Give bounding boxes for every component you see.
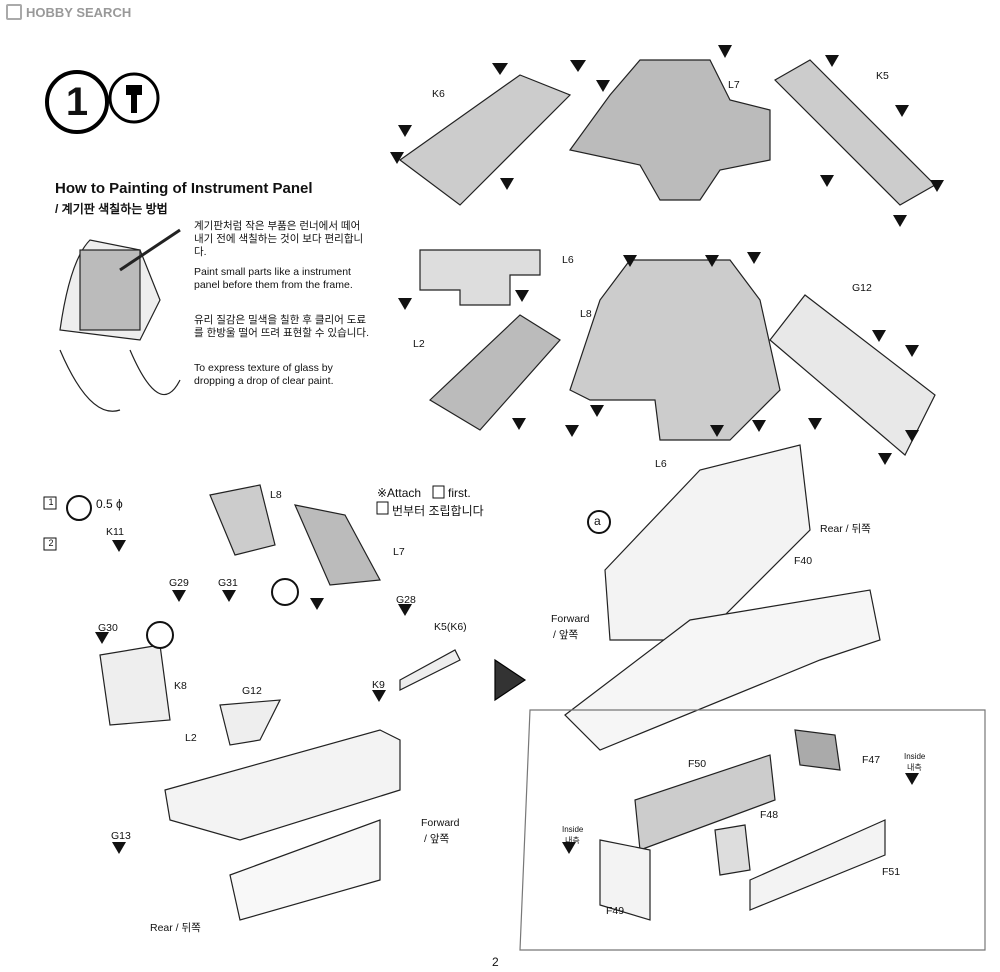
label-k5: K5 [876, 70, 889, 82]
rear-label-b: Rear / 뒤쪽 [820, 523, 871, 535]
forward-label: Forward [421, 817, 460, 829]
watermark-text: HOBBY SEARCH [26, 4, 132, 20]
instruction-english-2: To express texture of glass by dropping … [194, 362, 334, 387]
label-g31: G31 [218, 577, 238, 589]
label-l8b: L8 [270, 489, 282, 501]
assembly-left [99, 484, 461, 921]
label-l2b: L2 [185, 732, 197, 744]
label-f48: F48 [760, 809, 779, 821]
panel-l2 [429, 314, 561, 431]
box-2: 2 [48, 538, 54, 548]
label-l6b: L6 [655, 458, 667, 470]
page-number: 2 [492, 955, 499, 969]
panel-center [569, 259, 781, 441]
label-l7: L7 [728, 79, 740, 91]
label-g12b: G12 [242, 685, 262, 697]
instruction-subheading: / 계기판 색칠하는 방법 [55, 202, 168, 216]
instruction-korean-1: 계기판처럼 작은 부품은 런너에서 떼어내기 전에 색칠하는 것이 보다 편리합… [194, 220, 364, 258]
panel-k5 [774, 59, 936, 206]
label-l8: L8 [580, 308, 592, 320]
label-g12: G12 [852, 282, 872, 294]
instruction-heading: How to Painting of Instrument Panel [55, 180, 313, 197]
attach-korean: 번부터 조립합니다 [392, 504, 484, 518]
label-k5k6: K5(K6) [434, 621, 467, 633]
assembly-right [519, 444, 986, 951]
hammer-icon [108, 72, 160, 124]
forward-label-b-kr: / 앞쪽 [553, 629, 579, 641]
paint-symbols [66, 495, 611, 649]
logo-icon [6, 4, 22, 20]
label-l2: L2 [413, 338, 425, 350]
panel-l7 [568, 59, 771, 201]
attach-note: ※Attach [377, 486, 422, 500]
step-number: 1 [45, 70, 109, 134]
label-k11: K11 [106, 526, 124, 538]
label-l7b: L7 [393, 546, 405, 558]
inside-label-b-kr: 내측 [565, 836, 580, 845]
label-f51: F51 [882, 866, 901, 878]
label-k6: K6 [432, 88, 445, 100]
box-1: 1 [48, 497, 54, 507]
drill-size: 0.5 ϕ [96, 497, 123, 511]
label-l6: L6 [562, 254, 574, 266]
panel-k6 [398, 74, 572, 206]
panel-g12 [769, 294, 936, 456]
inside-label: Inside [904, 752, 926, 761]
attach-first: first. [448, 486, 471, 500]
transition-arrow [494, 658, 527, 702]
rear-label: Rear / 뒤쪽 [150, 922, 201, 934]
panel-l6 [419, 249, 541, 306]
label-f50: F50 [688, 758, 707, 770]
instruction-english-1: Paint small parts like a instrument pane… [194, 266, 353, 291]
instruction-korean-2: 유리 질감은 밀색을 칠한 후 클리어 도료를 한방울 떨어 뜨려 표현할 수 … [194, 314, 369, 339]
forward-label-kr: / 앞쪽 [424, 833, 450, 845]
painting-illustration [59, 228, 181, 412]
inside-label-b: Inside [562, 825, 584, 834]
label-f47: F47 [862, 754, 881, 766]
label-g29: G29 [169, 577, 189, 589]
inside-label-kr: 내측 [907, 763, 922, 772]
circle-a: a [594, 514, 601, 528]
watermark: HOBBY SEARCH [6, 4, 131, 20]
forward-label-b: Forward [551, 613, 590, 625]
label-k9: K9 [372, 679, 385, 691]
label-g28: G28 [396, 594, 416, 606]
label-k8: K8 [174, 680, 187, 692]
label-g30: G30 [98, 622, 118, 634]
label-f49: F49 [606, 905, 625, 917]
label-f40: F40 [794, 555, 813, 567]
color-code-triangles [95, 45, 944, 854]
label-g13: G13 [111, 830, 131, 842]
